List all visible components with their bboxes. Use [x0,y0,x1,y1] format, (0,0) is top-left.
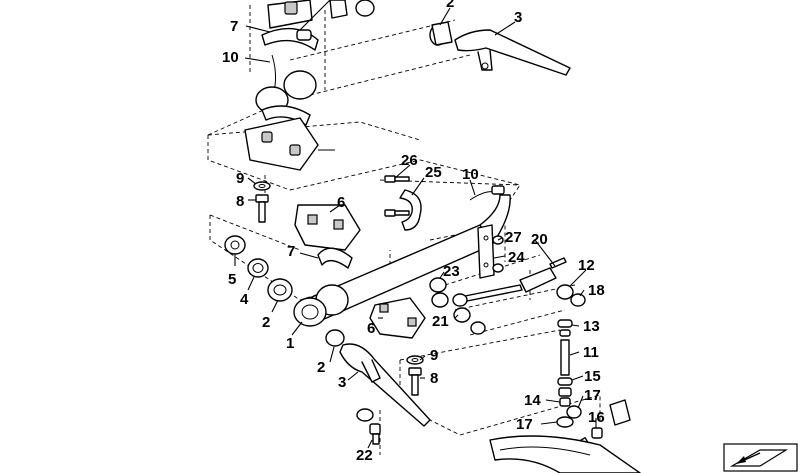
callout-6a: 6 [337,194,345,211]
upper-tie-rod-end [429,21,571,76]
washer-and-bolt-left [253,181,271,223]
callout-2b: 2 [262,314,270,331]
direction-arrow-icon [723,443,798,472]
callout-24: 24 [508,249,525,266]
callout-18: 18 [588,282,605,299]
callout-8a: 8 [236,193,244,210]
callout-labels: 2 3 7 10 9 8 6 26 25 10 7 5 4 2 1 27 20 … [222,0,605,464]
callout-7b: 7 [287,243,295,260]
mounting-plate-24 [477,224,504,279]
callout-17b: 17 [516,416,533,433]
bushings-left [224,235,293,302]
bracket-and-bolts-26-25 [384,175,422,231]
washer-and-bolt-right [406,355,424,396]
lower-tie-rod-end [325,329,431,427]
clamp-bracket-upper [294,204,361,269]
callout-6b: 6 [367,320,375,337]
callout-10a: 10 [222,49,239,66]
callout-17a: 17 [584,387,601,404]
callout-13: 13 [583,318,600,335]
callout-11: 11 [583,344,599,361]
callout-22: 22 [356,447,373,464]
callout-15: 15 [584,368,601,385]
callout-12: 12 [578,257,595,274]
callout-20: 20 [531,231,548,248]
callout-9a: 9 [236,170,244,187]
callout-1: 1 [286,335,294,352]
callout-4: 4 [240,291,249,308]
callout-3b: 3 [338,374,346,391]
callout-5: 5 [228,271,236,288]
callout-7a: 7 [230,18,238,35]
callout-16: 16 [588,409,605,426]
nuts-and-clamp-lower [369,277,486,339]
assembly-guide-lines [207,5,601,455]
link-rod-20 [452,257,567,307]
callout-27: 27 [505,229,522,246]
lower-arm-and-bolt-16 [489,399,641,473]
callout-2a: 2 [446,0,454,11]
callout-10b: 10 [462,166,479,183]
callout-21: 21 [432,313,449,330]
callout-14: 14 [524,392,541,409]
callout-9b: 9 [430,347,438,364]
callout-25: 25 [425,164,442,181]
vertical-link-11 [556,284,586,428]
callout-26: 26 [401,152,418,169]
leader-lines [234,7,597,449]
bolt-22 [356,408,381,445]
upper-stabilizer-assembly [244,0,375,171]
callout-8b: 8 [430,370,438,387]
callout-23: 23 [443,263,460,280]
callout-3a: 3 [514,9,522,26]
callout-2c: 2 [317,359,325,376]
